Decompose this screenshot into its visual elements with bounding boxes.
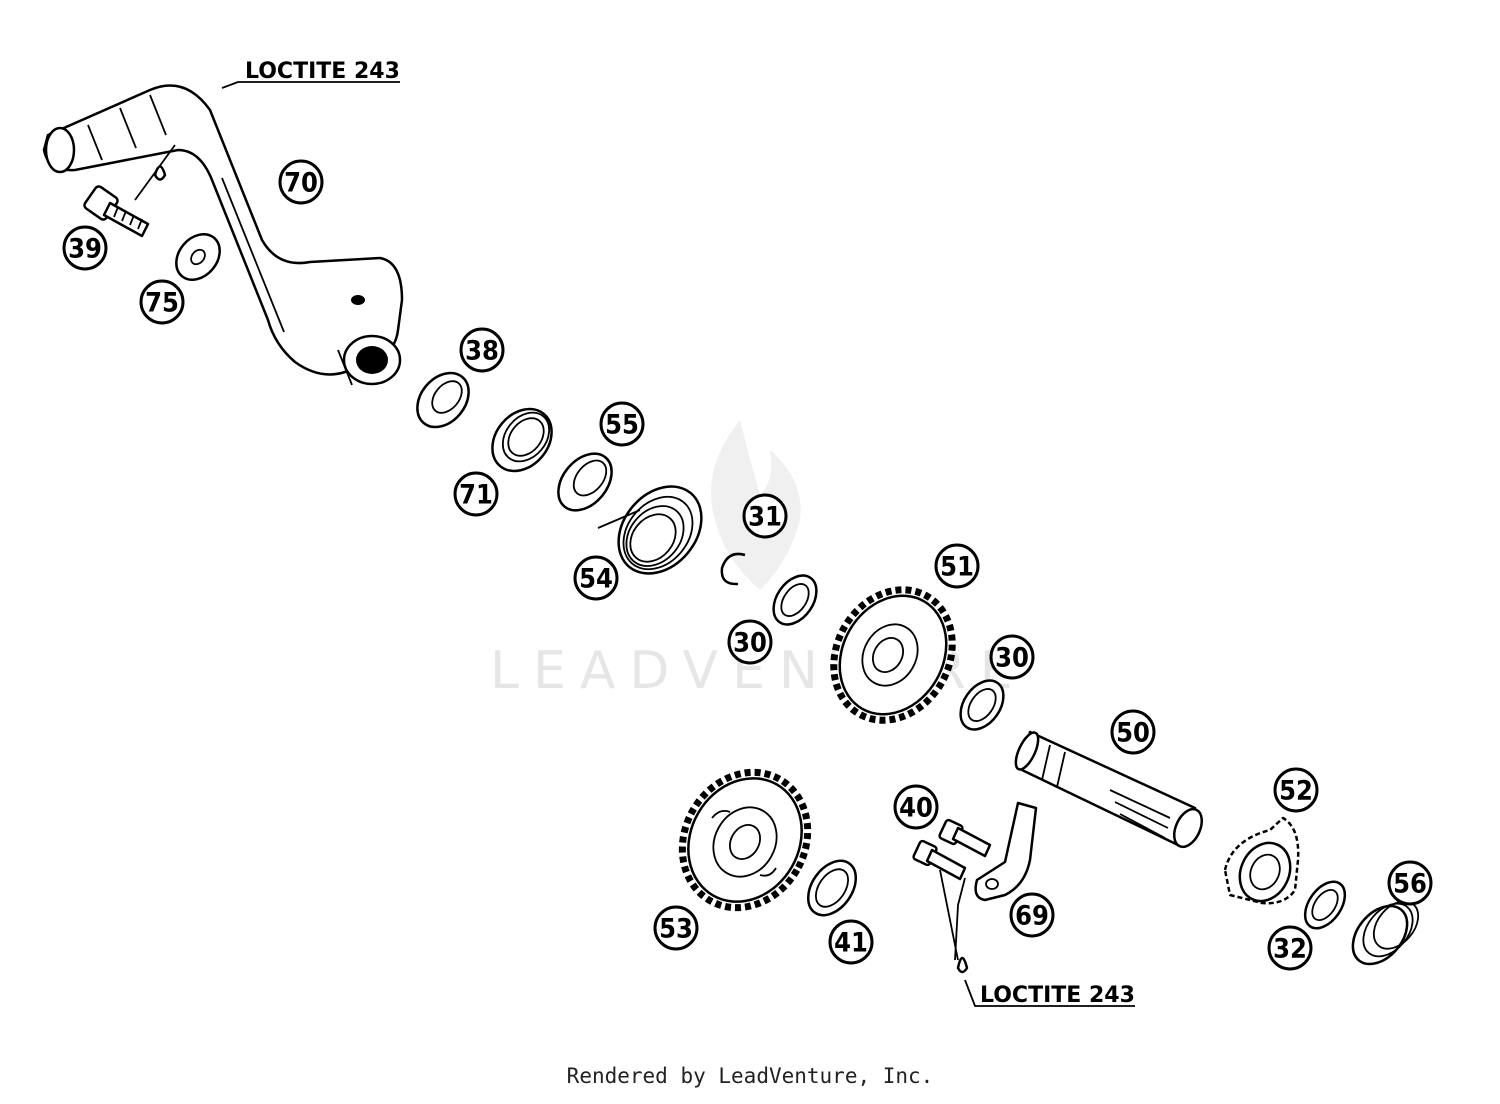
svg-text:41: 41: [834, 928, 868, 959]
callout-70: 70: [278, 159, 324, 205]
screws-40-part: [912, 818, 1135, 1007]
svg-text:75: 75: [145, 288, 179, 319]
svg-text:51: 51: [940, 552, 974, 583]
svg-text:32: 32: [1273, 934, 1307, 965]
callout-54: 54: [573, 555, 619, 601]
svg-text:40: 40: [899, 793, 933, 824]
guide-plate-69-part: [974, 801, 1038, 902]
svg-text:70: 70: [284, 168, 318, 199]
bushing-55-part: [557, 452, 613, 512]
svg-text:30: 30: [995, 643, 1029, 674]
svg-text:53: 53: [659, 914, 693, 945]
kick-spring-54-part: [597, 485, 703, 575]
callout-30b: 30: [989, 634, 1035, 680]
callout-55: 55: [599, 401, 645, 447]
seal-38-part: [416, 371, 470, 429]
circlip-31-part: [720, 552, 746, 586]
kick-gear-51-part: [830, 586, 956, 724]
washer-30a-part: [772, 574, 818, 626]
ratchet-52-part: [1223, 816, 1300, 905]
callout-71: 71: [453, 471, 499, 517]
callout-52: 52: [1273, 767, 1319, 813]
svg-text:39: 39: [68, 234, 102, 265]
bushing-71-part: [491, 407, 553, 473]
callout-31: 31: [742, 493, 788, 539]
callout-39: 39: [62, 225, 108, 271]
svg-text:55: 55: [605, 410, 639, 441]
callout-75: 75: [139, 279, 185, 325]
idler-gear-53-part: [678, 768, 812, 912]
washer-32-part: [1303, 880, 1347, 930]
svg-text:71: 71: [459, 480, 493, 511]
svg-text:38: 38: [465, 336, 499, 367]
svg-text:31: 31: [748, 502, 782, 533]
callout-69: 69: [1009, 892, 1055, 938]
callout-40: 40: [893, 784, 939, 830]
callout-41: 41: [828, 919, 874, 965]
svg-text:69: 69: [1015, 901, 1049, 932]
rendered-by-footer: Rendered by LeadVenture, Inc.: [566, 1064, 934, 1088]
callout-56: 56: [1387, 860, 1433, 906]
callout-38: 38: [459, 327, 505, 373]
callout-51: 51: [934, 543, 980, 589]
washer-75-part: [175, 233, 221, 281]
loctite-note-bottom: LOCTITE 243: [980, 983, 1135, 1008]
kick-shaft-50-part: [1014, 730, 1204, 849]
washer-30b-part: [959, 679, 1005, 731]
callout-50: 50: [1110, 709, 1156, 755]
svg-text:52: 52: [1279, 776, 1313, 807]
svg-text:50: 50: [1116, 718, 1150, 749]
svg-text:30: 30: [733, 628, 767, 659]
svg-text:54: 54: [579, 564, 613, 595]
callout-30a: 30: [727, 619, 773, 665]
svg-text:56: 56: [1393, 869, 1427, 900]
lever-bolt-part: [83, 81, 400, 238]
callout-32: 32: [1267, 925, 1313, 971]
washer-41-part: [806, 859, 858, 917]
loctite-note-top: LOCTITE 243: [245, 59, 400, 84]
callout-53: 53: [653, 905, 699, 951]
kick-start-lever-part: [42, 84, 404, 386]
